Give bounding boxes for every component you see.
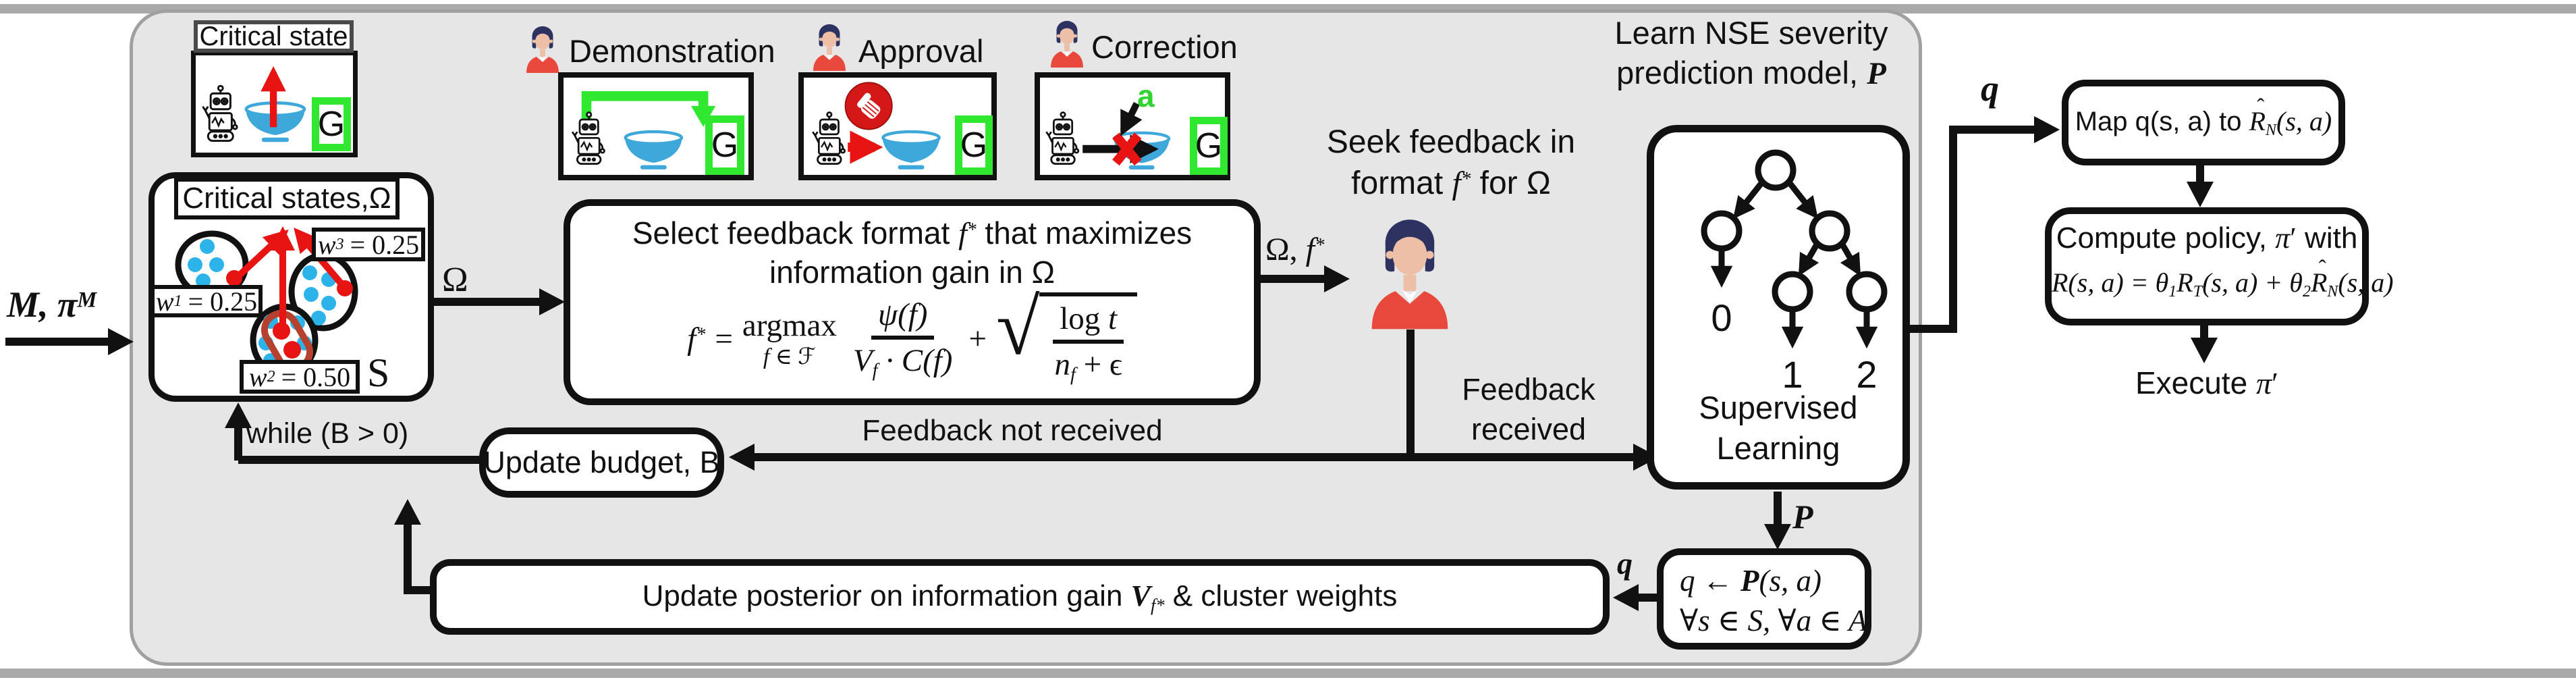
p-arrow-label: P <box>1792 498 1813 535</box>
demonstration-figure: G <box>558 72 754 180</box>
green-demo-path <box>581 91 709 127</box>
input-label: M, πM <box>7 284 97 325</box>
correction-arrow <box>1120 102 1143 136</box>
q-top-line-bottom <box>1910 325 1957 333</box>
q-top-line-v <box>1949 126 1957 333</box>
critical-state-scene <box>201 65 353 153</box>
feedback-not-received-arrowhead <box>729 444 755 471</box>
map-compute-line <box>2196 165 2204 184</box>
q-arrow-line <box>1636 594 1657 602</box>
feedback-not-received-label: Feedback not received <box>862 414 1163 447</box>
bottom-rule <box>0 668 2576 678</box>
demonstration-scene <box>571 91 716 175</box>
input-arrow-line <box>5 338 108 346</box>
critical-state-label: Critical state <box>194 20 354 53</box>
p-arrowhead <box>1764 524 1791 550</box>
robot-icon <box>1045 111 1080 165</box>
compute-policy-line1: Compute policy, π′ with <box>2056 221 2358 255</box>
robot-icon <box>571 111 605 165</box>
compute-execute-arrowhead <box>2191 338 2218 363</box>
robot-icon <box>201 84 238 142</box>
omega-arrowhead <box>539 288 565 315</box>
format-label-demonstration: Demonstration <box>569 33 775 69</box>
bowl-icon <box>883 132 940 169</box>
q-top-arrowhead <box>2034 116 2060 143</box>
learn-nse-heading: Learn NSE severity prediction model, P <box>1614 15 1888 91</box>
omega-label: Ω <box>442 261 468 299</box>
omega-fstar-arrowhead <box>1324 265 1350 292</box>
update-budget-label: Update budget, B <box>483 445 720 479</box>
select-format-title: Select feedback format f* that maximizes… <box>632 215 1193 290</box>
tree-leaf-1: 1 <box>1782 353 1803 393</box>
correction-scene <box>1045 102 1225 175</box>
person-icon <box>1047 19 1087 68</box>
while-loop-arrowhead <box>225 402 252 428</box>
approval-scene <box>811 82 991 175</box>
thumbs-down-icon <box>844 82 893 130</box>
q-assignment-line2: ∀s ∈ S, ∀a ∈ A <box>1680 604 1867 637</box>
human-feedback-line <box>1406 330 1415 458</box>
q-arrowhead <box>1613 584 1639 611</box>
omega-arrow-line <box>434 298 541 306</box>
select-format-box: Select feedback format f* that maximizes… <box>564 199 1261 405</box>
while-loop-line-v <box>234 427 242 461</box>
correction-action-label: a <box>1137 78 1155 113</box>
execute-label: Execute π′ <box>2135 365 2279 400</box>
map-compute-arrowhead <box>2187 182 2214 207</box>
posterior-budget-line-h <box>404 586 432 594</box>
human-icon <box>1365 215 1455 330</box>
compute-execute-line <box>2200 325 2208 340</box>
posterior-budget-arrowhead <box>394 499 421 525</box>
approval-figure: G <box>798 72 997 180</box>
correction-figure: a G <box>1035 72 1230 180</box>
p-arrow-line <box>1774 492 1782 527</box>
omega-fstar-arrow-line <box>1261 275 1325 283</box>
radical-sign: √ <box>995 284 1040 371</box>
update-posterior-label: Update posterior on information gain Vf*… <box>642 579 1398 615</box>
tree-leaf-0: 0 <box>1711 296 1732 339</box>
format-label-approval: Approval <box>858 33 984 69</box>
q-arrow-label: q <box>1617 546 1633 581</box>
feedback-line <box>750 453 1636 461</box>
tree-leaf-2: 2 <box>1856 353 1877 393</box>
person-icon <box>523 24 562 73</box>
bowl-icon <box>625 132 682 169</box>
person-icon <box>810 22 849 71</box>
while-condition-label: while (B > 0) <box>246 417 409 450</box>
q-assignment-box: q ← P(s, a) ∀s ∈ S, ∀a ∈ A <box>1657 548 1871 650</box>
green-demo-arrowhead <box>690 105 716 127</box>
format-label-correction: Correction <box>1091 29 1238 65</box>
goal-cell: G <box>312 97 351 151</box>
critical-states-title: Critical states,Ω <box>174 178 400 219</box>
while-loop-line-h <box>238 456 479 464</box>
posterior-budget-line-v <box>404 523 412 590</box>
update-budget-box: Update budget, B <box>479 427 724 498</box>
q-top-line-top <box>1949 126 2035 134</box>
goal-cell: G <box>1190 117 1228 175</box>
seek-feedback-label: Seek feedback in format f* for Ω <box>1326 124 1576 202</box>
q-assignment-line1: q ← P(s, a) <box>1680 564 1821 598</box>
omega-fstar-label: Ω, f* <box>1265 232 1325 267</box>
q-top-label: q <box>1981 68 1999 109</box>
compute-policy-box: Compute policy, π′ with R(s, a) = θ1RT(s… <box>2045 207 2394 325</box>
goal-cell: G <box>705 115 744 175</box>
state-space-label: S <box>367 350 390 395</box>
red-x-icon <box>1112 132 1142 166</box>
robot-icon <box>811 111 846 165</box>
update-posterior-box: Update posterior on information gain Vf*… <box>430 559 1610 635</box>
goal-cell: G <box>955 115 993 175</box>
input-arrowhead <box>108 328 134 355</box>
critical-state-figure: G <box>191 51 358 157</box>
decision-tree-icon: 0 1 2 <box>1701 149 1888 393</box>
